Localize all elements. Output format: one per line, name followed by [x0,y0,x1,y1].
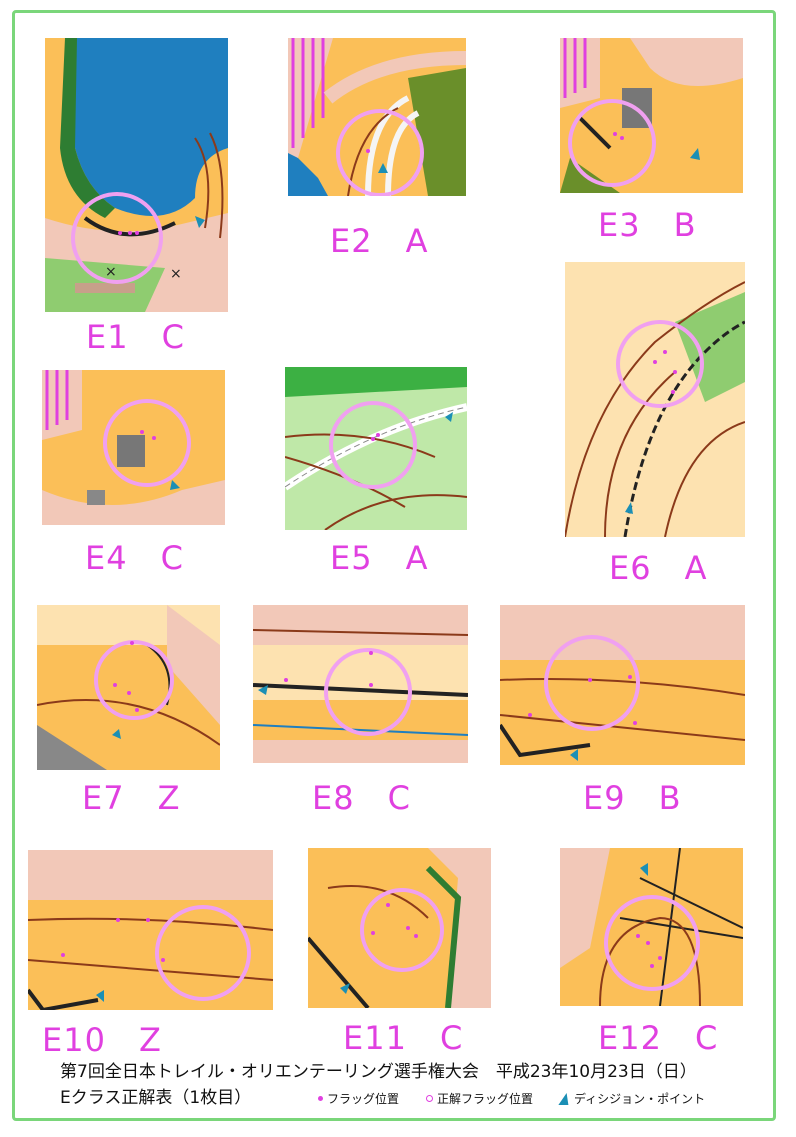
map-panel-e3 [560,38,743,193]
flag-dot-icon [318,1096,323,1101]
panel-label-e11: E11 C [343,1019,464,1057]
map-panel-e10 [28,850,273,1010]
panel-label-e9: E9 B [583,779,682,817]
correct-flag-ring-icon [426,1095,433,1102]
panel-label-e6: E6 A [609,549,708,587]
map-panel-e2 [288,38,466,196]
legend-flag: フラッグ位置 [318,1090,399,1107]
map-panel-e7 [37,605,220,770]
panel-label-e1: E1 C [86,318,185,356]
panel-label-e4: E4 C [85,539,184,577]
decision-triangle-icon [558,1092,572,1105]
panel-label-e8: E8 C [312,779,411,817]
page-title: 第7回全日本トレイル・オリエンテーリング選手権大会 平成23年10月23日（日） [60,1062,697,1082]
panel-label-e12: E12 C [598,1019,719,1057]
svg-text:×: × [170,266,182,282]
svg-text:×: × [105,264,117,280]
panel-label-e10: E10 Z [42,1021,162,1059]
panel-label-e2: E2 A [330,222,429,260]
map-panel-e9 [500,605,745,765]
map-panel-e6 [565,262,745,537]
legend-flag-label: フラッグ位置 [327,1092,400,1106]
legend-correct-flag: 正解フラッグ位置 [426,1090,533,1107]
panel-label-e7: E7 Z [82,779,181,817]
map-panel-e12 [560,848,743,1006]
page-subtitle: Eクラス正解表（1枚目） [60,1088,252,1108]
map-panel-e4 [42,370,225,525]
legend-correct-flag-label: 正解フラッグ位置 [437,1092,534,1106]
map-panel-e11 [308,848,491,1008]
panel-label-e3: E3 B [598,206,697,244]
map-panel-e8 [253,605,468,763]
legend-decision-point-label: ディシジョン・ポイント [574,1092,706,1106]
page-frame [12,10,776,1121]
map-panel-e1: × × [45,38,228,312]
map-panel-e5 [285,367,467,530]
panel-label-e5: E5 A [330,539,429,577]
legend-decision-point: ディシジョン・ポイント [558,1090,706,1107]
